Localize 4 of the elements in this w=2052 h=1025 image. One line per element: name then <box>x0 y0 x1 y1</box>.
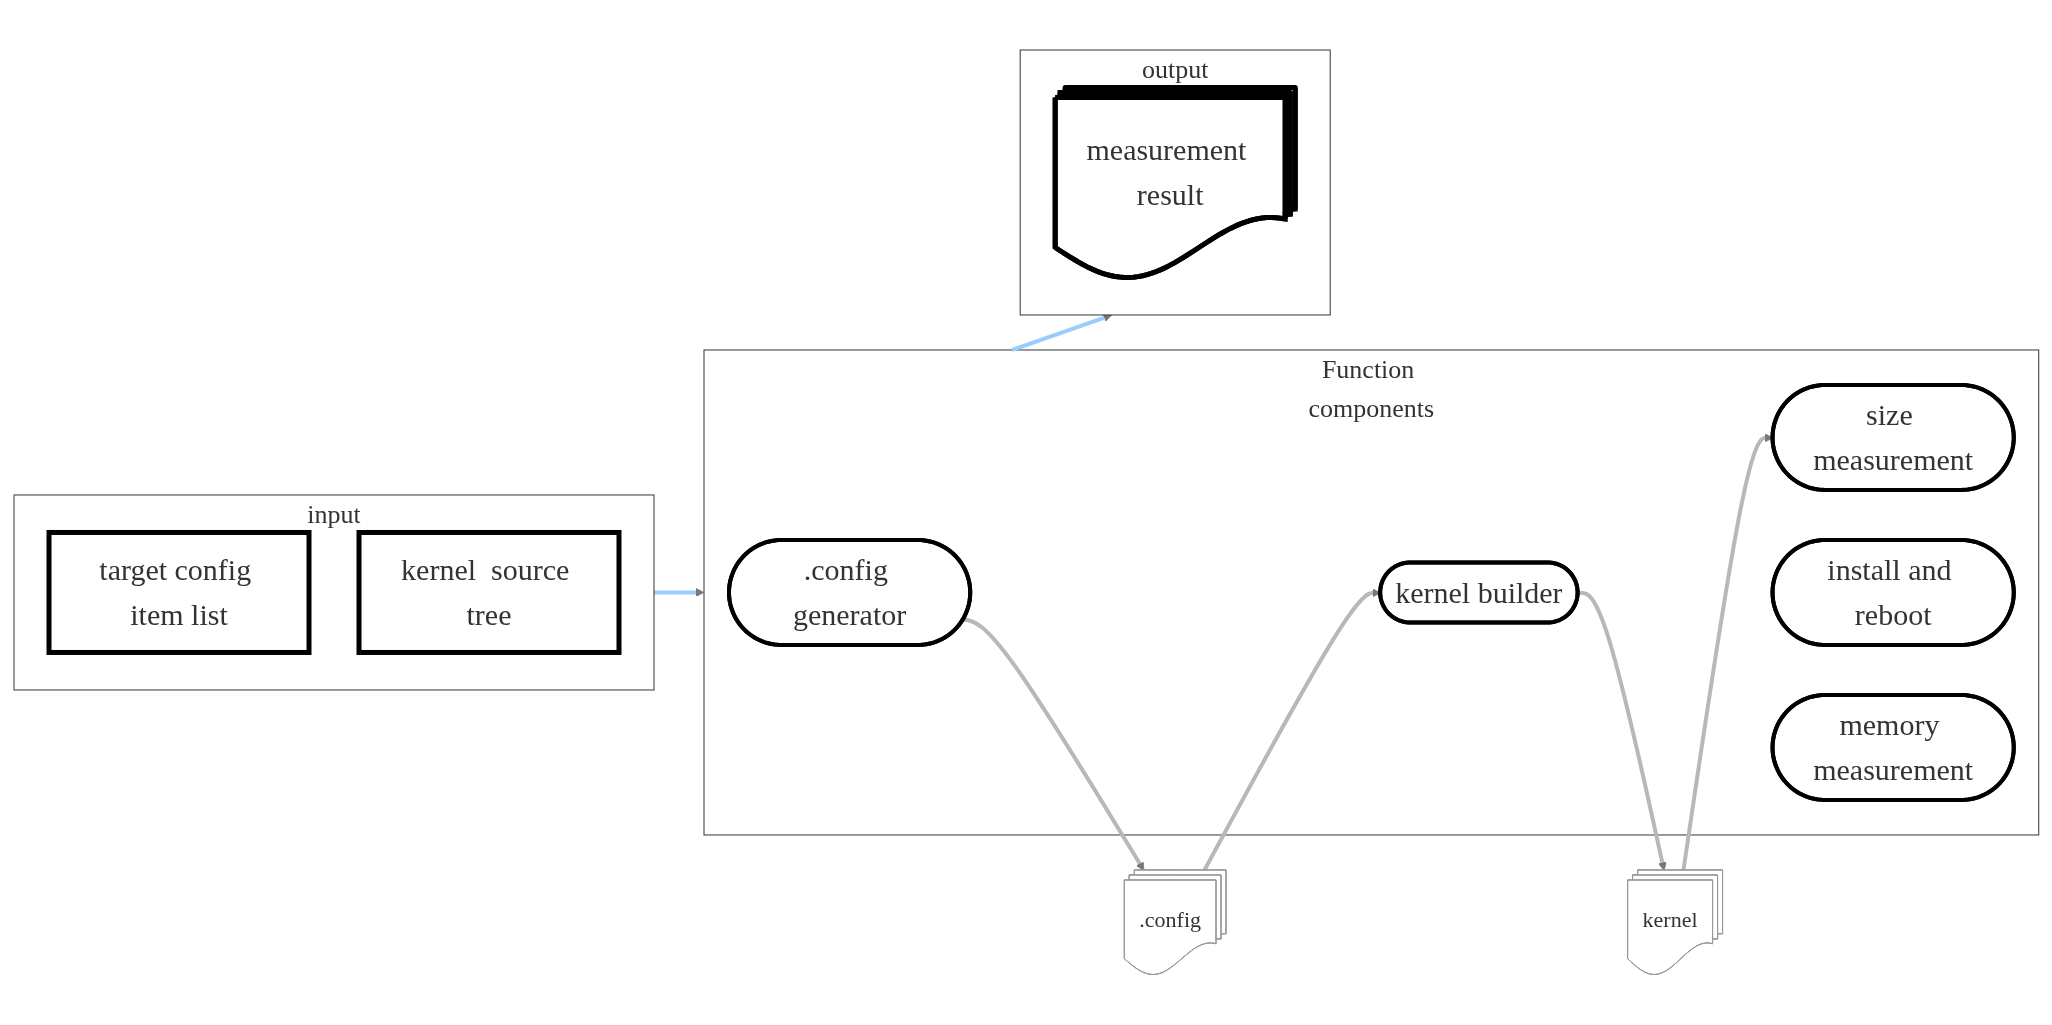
node-box: kernel source tree <box>356 530 622 656</box>
node-box: target config item list <box>46 530 312 656</box>
arrow <box>653 588 704 598</box>
arrow <box>962 617 1144 872</box>
